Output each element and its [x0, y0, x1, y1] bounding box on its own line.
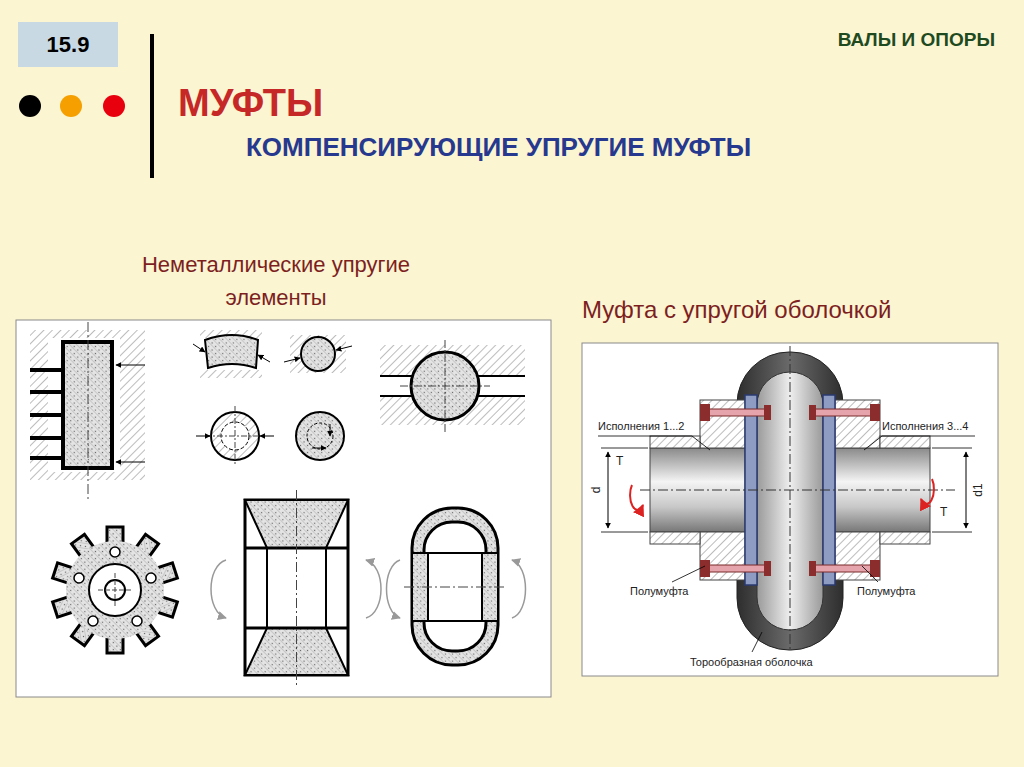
torque-symbol: T	[940, 506, 947, 520]
subtitle: КОМПЕНСИРУЮЩИЕ УПРУГИЕ МУФТЫ	[246, 133, 751, 163]
panel-heading: Муфта с упругой оболочкой	[582, 296, 891, 324]
panel-heading: Неметаллические упругие элементы	[111, 248, 441, 314]
part-label: Торообразная оболочка	[690, 656, 813, 669]
torque-symbol: T	[616, 455, 623, 469]
part-label: Исполнения 1...2	[598, 420, 685, 433]
part-label: Полумуфта	[857, 585, 915, 598]
dimension-label: d	[590, 487, 604, 494]
part-label: Исполнения 3...4	[882, 420, 969, 433]
slide-title: МУФТЫ	[178, 82, 323, 126]
slide-number-box: 15.9	[18, 22, 118, 67]
section-name: ВАЛЫ И ОПОРЫ	[838, 29, 995, 51]
dimension-label: d1	[972, 483, 986, 496]
part-label: Полумуфта	[630, 585, 688, 598]
slide-number: 15.9	[47, 32, 90, 57]
